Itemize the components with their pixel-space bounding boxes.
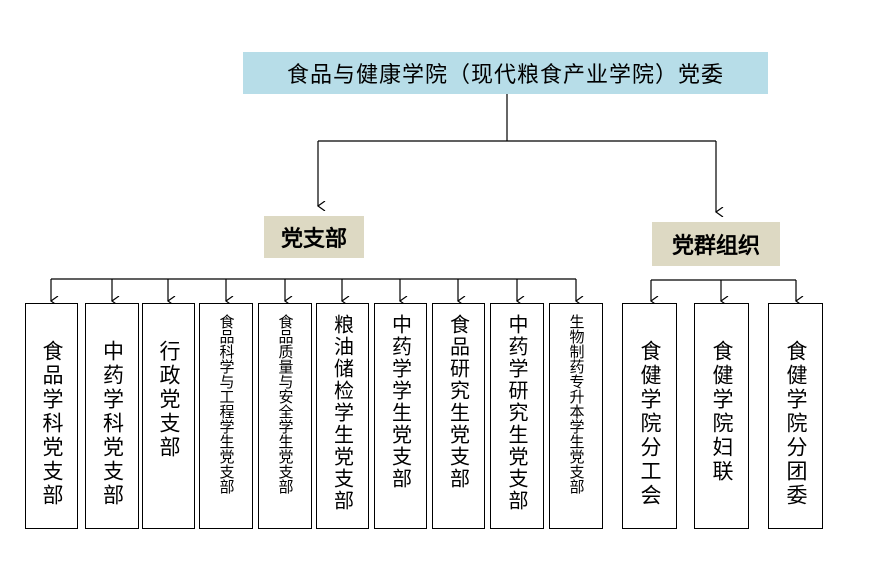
group-node-label: 党支部 <box>280 226 347 252</box>
leaf-node-organization: 食健学院妇联 <box>694 303 749 529</box>
root-node-party-committee: 食品与健康学院（现代粮食产业学院）党委 <box>243 52 768 94</box>
leaf-node-branch: 粮油储检学生党支部 <box>316 303 369 529</box>
leaf-node-branch: 食品科学与工程学生党支部 <box>199 303 253 529</box>
leaf-node-organization: 食健学院分工会 <box>622 303 677 529</box>
leaf-node-branch: 中药学研究生党支部 <box>490 303 544 529</box>
leaf-node-branch: 食品质量与安全学生党支部 <box>258 303 312 529</box>
group-node-mass-organizations: 党群组织 <box>652 222 780 266</box>
root-node-label: 食品与健康学院（现代粮食产业学院）党委 <box>286 63 724 88</box>
leaf-node-branch: 中药学科党支部 <box>85 303 139 529</box>
group-node-party-branches: 党支部 <box>264 216 364 258</box>
leaf-node-branch: 中药学学生党支部 <box>374 303 427 529</box>
leaf-node-organization: 食健学院分团委 <box>768 303 823 529</box>
leaf-node-branch: 食品研究生党支部 <box>432 303 485 529</box>
group-node-label: 党群组织 <box>671 233 760 259</box>
leaf-node-branch: 生物制药专升本学生党支部 <box>549 303 603 529</box>
leaf-node-branch: 食品学科党支部 <box>25 303 78 529</box>
leaf-node-branch: 行政党支部 <box>142 303 195 529</box>
